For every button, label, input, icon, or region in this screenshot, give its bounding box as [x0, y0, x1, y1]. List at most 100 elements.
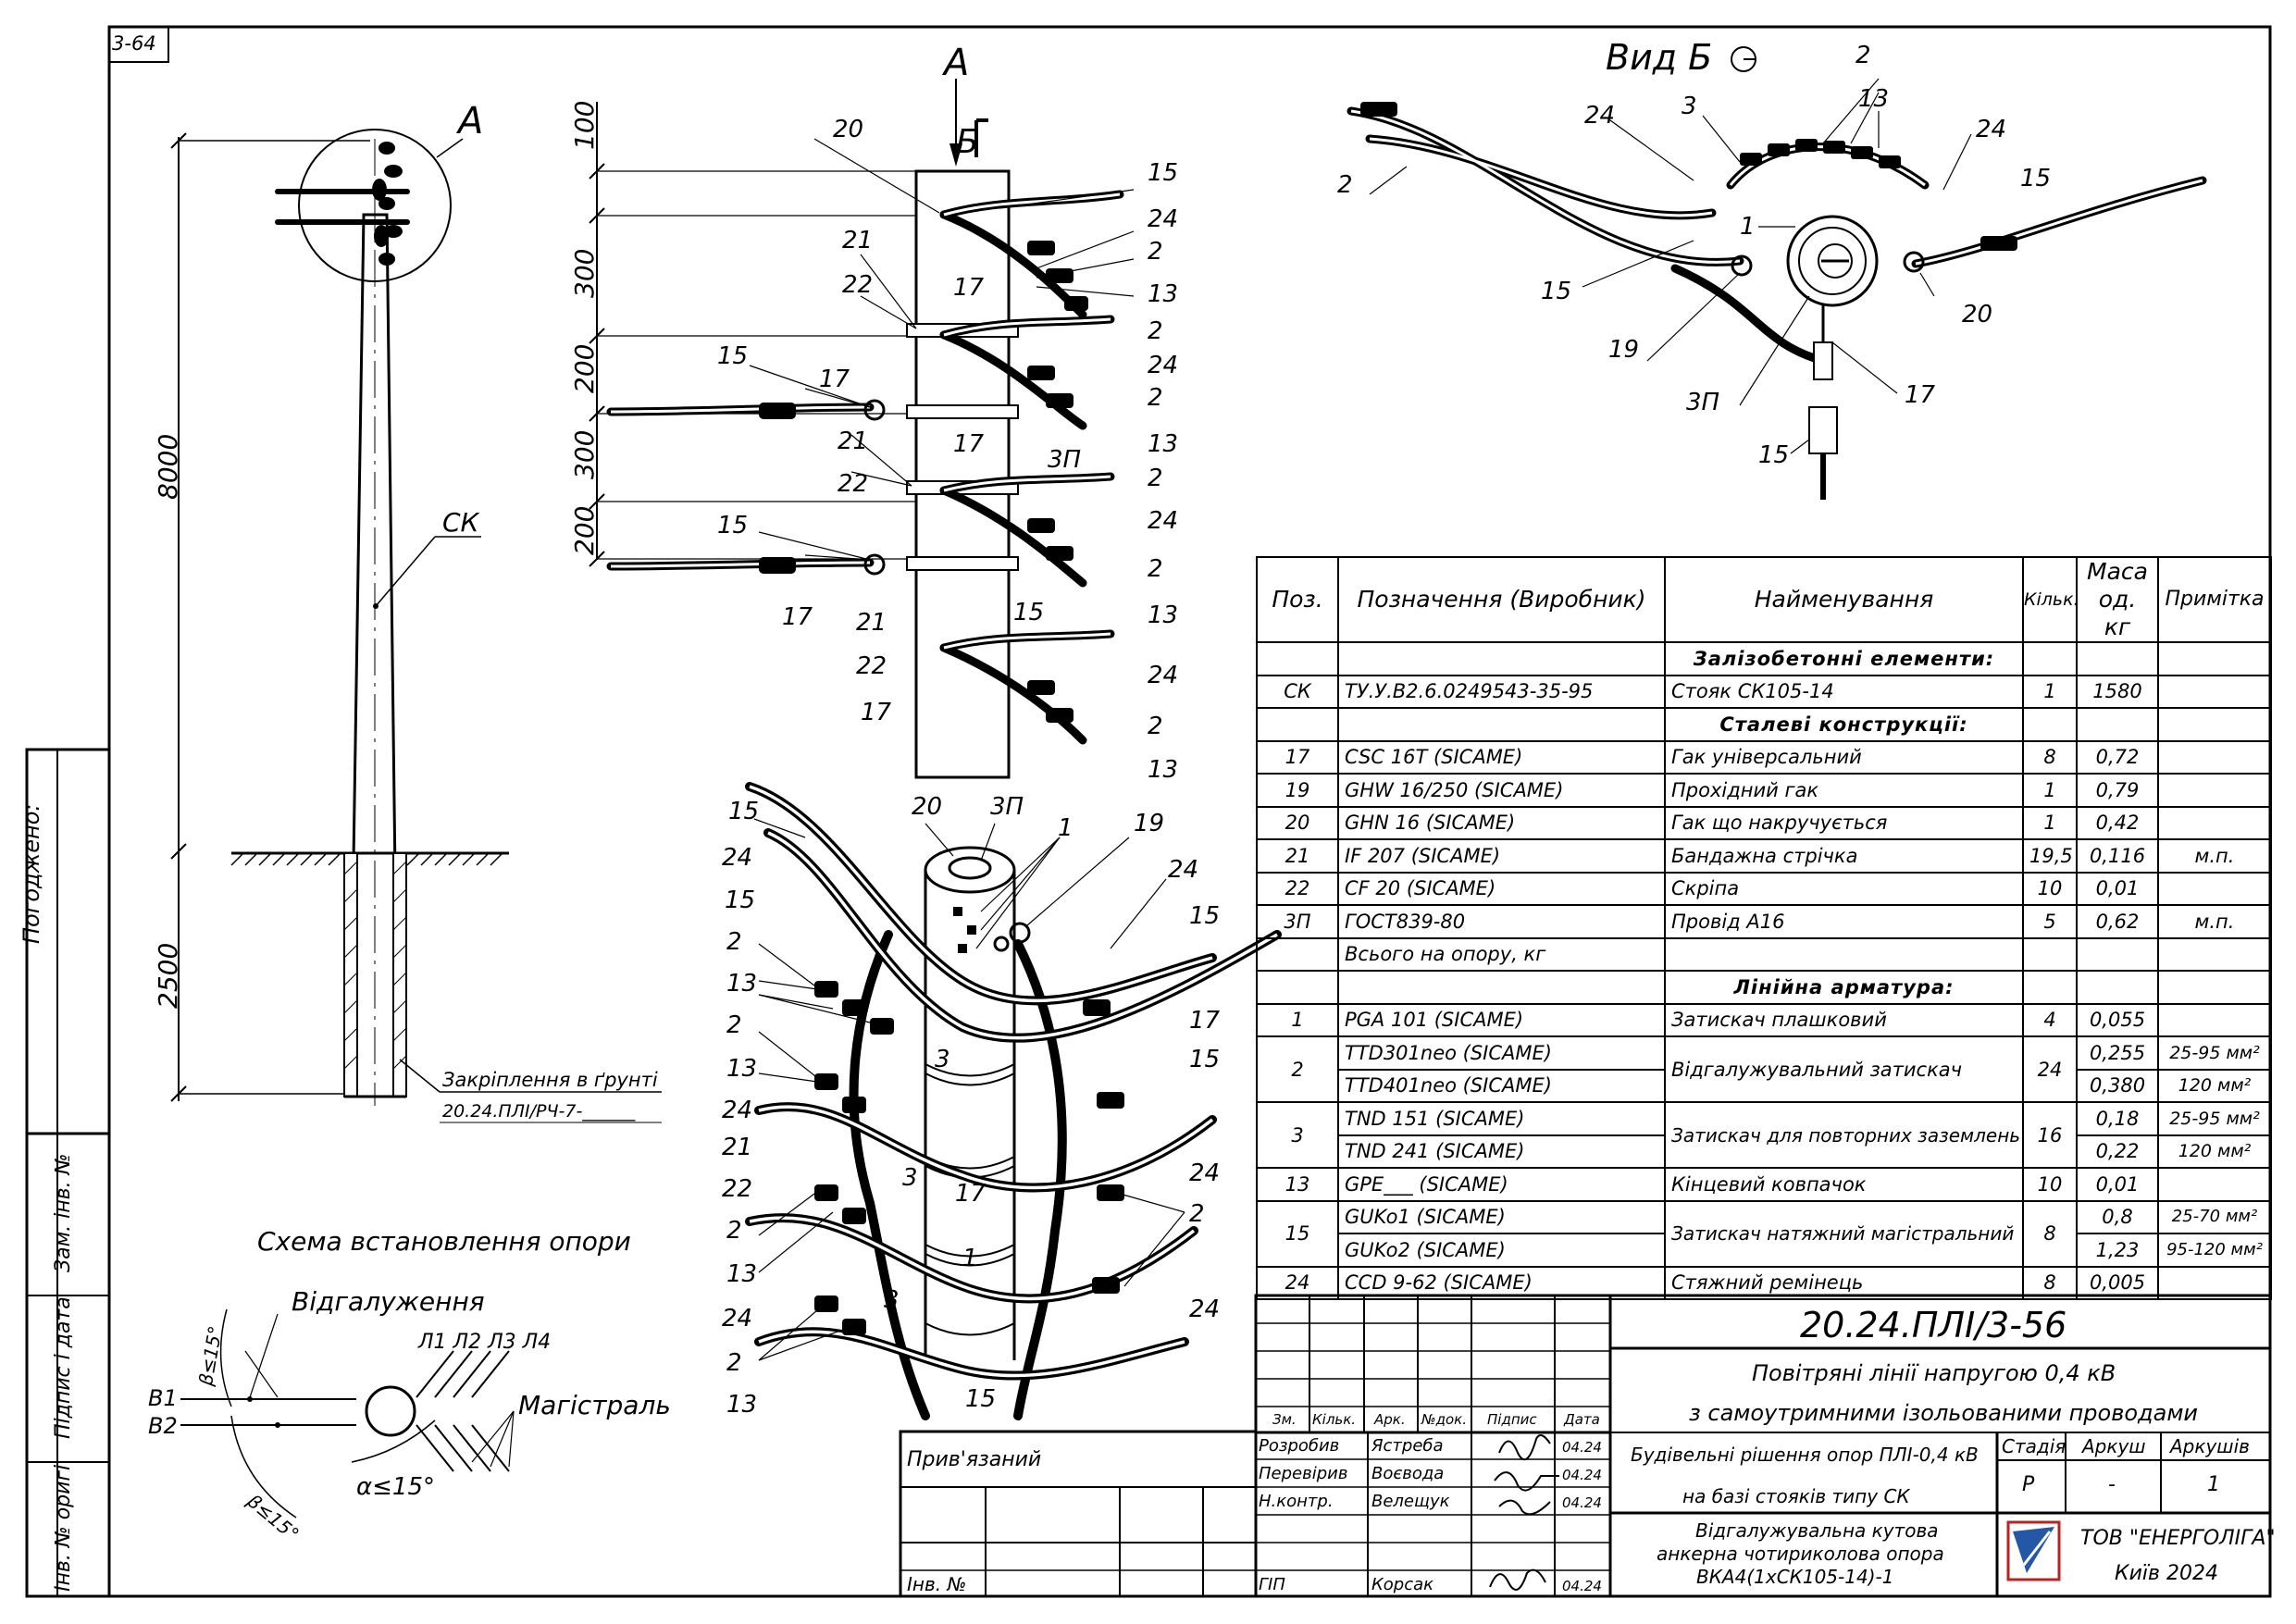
stage-label: Стадія	[2002, 1435, 2066, 1457]
row-note	[2157, 674, 2272, 709]
callout: 17	[819, 366, 850, 393]
row-designation: GHW 16/250 (SICAME)	[1337, 773, 1666, 808]
table-row: 20 GHN 16 (SICAME) Гак що накручується 1…	[1256, 805, 2272, 840]
callout: 20	[1962, 301, 1993, 329]
row-designation: TND 151 (SICAME)	[1337, 1101, 1666, 1136]
callout: 15	[1758, 441, 1790, 469]
role-gip-date: 04.24	[1562, 1578, 1602, 1594]
callout: 15	[728, 798, 760, 825]
row-note	[2157, 805, 2272, 840]
row-qty: 10	[2022, 1167, 2078, 1202]
project-line-1: Повітряні лінії напругою 0,4 кВ	[1752, 1360, 2116, 1386]
scheme-branch-label: Відгалуження	[292, 1286, 485, 1317]
callout: 2	[1189, 1200, 1205, 1228]
row-note	[2157, 739, 2272, 775]
drawing-line-3: ВКА4(1хСК105-14)-1	[1696, 1566, 1894, 1588]
role-normcontrol-date: 04.24	[1562, 1494, 1602, 1511]
row-mass: 1580	[2076, 674, 2159, 709]
row-note: 25-95 мм²	[2157, 1101, 2272, 1136]
row-pos: 1	[1256, 1002, 1339, 1037]
callout: 17	[782, 603, 813, 631]
callout: 2	[1337, 171, 1353, 199]
callout: 13	[726, 1391, 758, 1419]
ground-fixing-label: Закріплення в ґрунті	[442, 1069, 658, 1091]
row-qty: 8	[2022, 739, 2078, 775]
callout: 15	[1148, 159, 1179, 187]
row-designation: PGA 101 (SICAME)	[1337, 1002, 1666, 1037]
table-row: 3П ГОСТ839-80 Провід А16 5 0,62 м.п.	[1256, 904, 2272, 939]
row-pos: 22	[1256, 871, 1339, 906]
section-fittings: Лінійна арматура:	[1664, 970, 2024, 1005]
row-note	[2157, 773, 2272, 808]
project-line-2: з самоутримними ізольованими проводами	[1689, 1400, 2199, 1426]
row-name: Затискач для повторних заземлень	[1664, 1101, 2024, 1169]
callout: 3	[902, 1164, 918, 1192]
callout: 22	[838, 470, 869, 498]
row-designation-2: TND 241 (SICAME)	[1337, 1134, 1666, 1169]
callout: 21	[842, 227, 874, 254]
row-mass: 0,255	[2076, 1035, 2159, 1071]
row-note-2: 120 мм²	[2157, 1068, 2272, 1103]
callout: 17	[1189, 1007, 1221, 1035]
row-pos: 3	[1256, 1101, 1339, 1169]
drawing-line-2: анкерна чотириколова опора	[1657, 1543, 1944, 1565]
callout: 13	[726, 1055, 758, 1083]
row-name: Гак універсальний	[1664, 739, 2024, 775]
section-label-a: A	[944, 42, 970, 84]
col-signature: Підпис	[1487, 1411, 1537, 1428]
role-normcontrol-name: Велещук	[1371, 1492, 1450, 1511]
callout: 21	[838, 428, 869, 455]
header-designation: Позначення (Виробник)	[1337, 556, 1666, 643]
row-qty: 1	[2022, 805, 2078, 840]
role-developed-date: 04.24	[1562, 1439, 1602, 1456]
row-mass: 0,8	[2076, 1199, 2159, 1234]
role-developed: Розробив	[1259, 1436, 1340, 1456]
callout: 15	[717, 342, 749, 370]
callout: 22	[722, 1175, 753, 1203]
sheet-value: -	[2108, 1473, 2116, 1496]
callout: 13	[1148, 601, 1179, 629]
header-note: Примітка	[2157, 556, 2272, 643]
header-qty: Кільк.	[2022, 556, 2078, 643]
row-name: Бандажна стрічка	[1664, 838, 2024, 874]
table-row: 19 GHW 16/250 (SICAME) Прохідний гак 1 0…	[1256, 773, 2272, 808]
sheets-value: 1	[2207, 1473, 2220, 1496]
row-total-label: Всього на опору, кг	[1337, 936, 1666, 972]
callout: 13	[1858, 85, 1890, 113]
callout: 2	[1148, 713, 1163, 740]
callout: 24	[1168, 856, 1199, 884]
callout: 1	[1058, 814, 1074, 842]
callout: 15	[1013, 599, 1045, 626]
role-developed-name: Ястреба	[1371, 1436, 1444, 1456]
callout: 13	[1148, 756, 1179, 784]
role-checked-date: 04.24	[1562, 1467, 1602, 1483]
callout: 13	[726, 970, 758, 998]
callout: 1	[1740, 213, 1756, 241]
callout: 17	[955, 1180, 987, 1208]
row-qty: 1	[2022, 674, 2078, 709]
scheme-title: Схема встановлення опори	[257, 1226, 631, 1257]
row-pos: 2	[1256, 1035, 1339, 1103]
row-designation: ГОСТ839-80	[1337, 904, 1666, 939]
row-designation-2: TTD401neo (SICAME)	[1337, 1068, 1666, 1103]
row-name: Прохідний гак	[1664, 773, 2024, 808]
table-row: 13 GPE___ (SICAME) Кінцевий ковпачок 10 …	[1256, 1167, 2272, 1202]
table-row: 22 CF 20 (SICAME) Скріпа 10 0,01	[1256, 871, 2272, 906]
section-label-b: Б	[956, 123, 979, 161]
callout: 15	[725, 886, 756, 914]
row-name: Затискач плашковий	[1664, 1002, 2024, 1037]
callout: 24	[1584, 102, 1616, 130]
callout: 3	[1682, 93, 1697, 120]
row-qty: 5	[2022, 904, 2078, 939]
callout: 15	[965, 1385, 997, 1413]
row-designation: GHN 16 (SICAME)	[1337, 805, 1666, 840]
sheet-label: Аркуш	[2082, 1435, 2146, 1457]
sheets-label: Аркушів	[2170, 1435, 2250, 1457]
callout: 2	[726, 928, 742, 956]
callout: 3П	[990, 793, 1024, 821]
row-note: 25-95 мм²	[2157, 1035, 2272, 1071]
row-note-2: 95-120 мм²	[2157, 1233, 2272, 1268]
